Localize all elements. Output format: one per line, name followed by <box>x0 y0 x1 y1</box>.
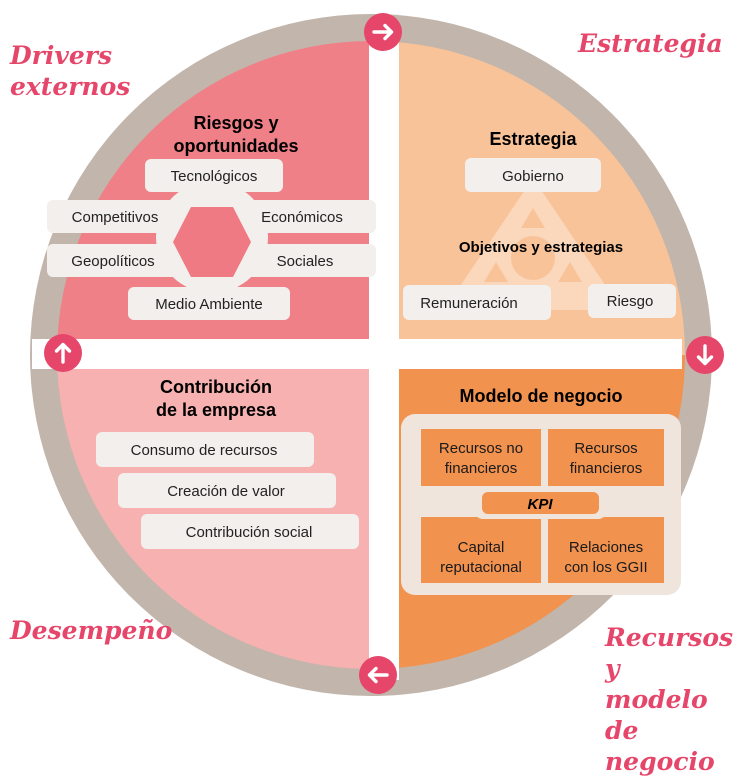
strategy-triangle-cutout-top <box>521 208 545 228</box>
risk-tag-competitive: Competitivos <box>47 200 195 233</box>
business-model-section: Modelo de negocio Recursos no financiero… <box>401 386 681 595</box>
business-model-title: Modelo de negocio <box>459 386 622 406</box>
business-cell-stakeholders: Relaciones con los GGII <box>548 517 664 583</box>
strategy-center-label: Objetivos y estrategias <box>459 239 623 256</box>
risk-tag-social: Sociales <box>228 244 376 277</box>
svg-text:Medio Ambiente: Medio Ambiente <box>155 296 263 313</box>
contribution-section: Contribución de la empresa Consumo de re… <box>96 377 359 549</box>
risk-tag-economic: Económicos <box>228 200 376 233</box>
down-arrow-icon <box>696 344 714 366</box>
left-arrow-icon <box>367 666 389 684</box>
svg-text:KPI: KPI <box>527 496 553 513</box>
horizontal-divider <box>32 339 682 369</box>
strategy-title: Estrategia <box>489 129 577 149</box>
contribution-title-line1: Contribución <box>160 377 272 397</box>
svg-text:Recursos: Recursos <box>574 440 637 457</box>
svg-text:financieros: financieros <box>570 460 643 477</box>
svg-text:Tecnológicos: Tecnológicos <box>171 168 258 185</box>
right-arrow-icon <box>372 23 394 41</box>
contribution-tag-resources: Consumo de recursos <box>96 432 314 467</box>
strategy-tag-remuneration: Remuneración <box>403 285 551 320</box>
nav-button-left[interactable] <box>44 334 82 372</box>
contribution-title-line2: de la empresa <box>156 400 277 420</box>
business-cell-financial: Recursos financieros <box>548 429 664 486</box>
nav-button-bottom[interactable] <box>359 656 397 694</box>
svg-text:reputacional: reputacional <box>440 559 522 576</box>
circular-framework-diagram: Riesgos y oportunidades Tecnológicos Com… <box>30 13 724 696</box>
svg-text:con los GGII: con los GGII <box>564 559 647 576</box>
nav-button-right[interactable] <box>686 336 724 374</box>
risk-tag-geopolitical: Geopolíticos <box>47 244 195 277</box>
label-recursos-modelo-negocio: Recursos y modelo de negocio <box>605 623 734 776</box>
contribution-tag-value: Creación de valor <box>118 473 336 508</box>
strategy-core-circle <box>511 236 555 280</box>
svg-text:Recursos no: Recursos no <box>439 440 523 457</box>
svg-text:Remuneración: Remuneración <box>420 295 518 312</box>
risks-title-line2: oportunidades <box>174 136 299 156</box>
risk-tag-environment: Medio Ambiente <box>128 287 290 320</box>
business-cell-reputational: Capital reputacional <box>421 517 541 583</box>
label-estrategia: Estrategia <box>578 29 723 58</box>
svg-text:Riesgo: Riesgo <box>607 293 654 310</box>
strategy-tag-risk: Riesgo <box>588 284 676 318</box>
risks-title-line1: Riesgos y <box>193 113 278 133</box>
svg-text:Consumo de recursos: Consumo de recursos <box>131 442 278 459</box>
business-cell-nonfinancial: Recursos no financieros <box>421 429 541 486</box>
svg-text:Gobierno: Gobierno <box>502 168 564 185</box>
kpi-badge: KPI <box>474 487 607 519</box>
label-drivers-externos: Drivers externos <box>10 41 131 101</box>
svg-text:Relaciones: Relaciones <box>569 539 643 556</box>
svg-text:financieros: financieros <box>445 460 518 477</box>
strategy-section: Estrategia Gobierno Objetivos y estrateg… <box>403 129 676 320</box>
svg-text:Sociales: Sociales <box>277 253 334 270</box>
svg-text:Capital: Capital <box>458 539 505 556</box>
strategy-triangle-cutout-left <box>484 262 508 282</box>
risks-hexagon <box>173 207 251 277</box>
strategy-triangle-cutout-right <box>558 262 582 282</box>
strategy-tag-governance: Gobierno <box>465 158 601 192</box>
risk-tag-technological: Tecnológicos <box>145 159 283 192</box>
up-arrow-icon <box>54 342 72 364</box>
svg-text:Competitivos: Competitivos <box>72 209 159 226</box>
svg-text:Creación de valor: Creación de valor <box>167 483 285 500</box>
risks-section: Riesgos y oportunidades Tecnológicos Com… <box>47 113 376 320</box>
label-desempeno: Desempeño <box>10 616 173 645</box>
svg-text:Geopolíticos: Geopolíticos <box>71 253 154 270</box>
svg-text:Contribución social: Contribución social <box>186 524 313 541</box>
svg-text:Económicos: Económicos <box>261 209 343 226</box>
contribution-tag-social: Contribución social <box>141 514 359 549</box>
nav-button-top[interactable] <box>364 13 402 51</box>
